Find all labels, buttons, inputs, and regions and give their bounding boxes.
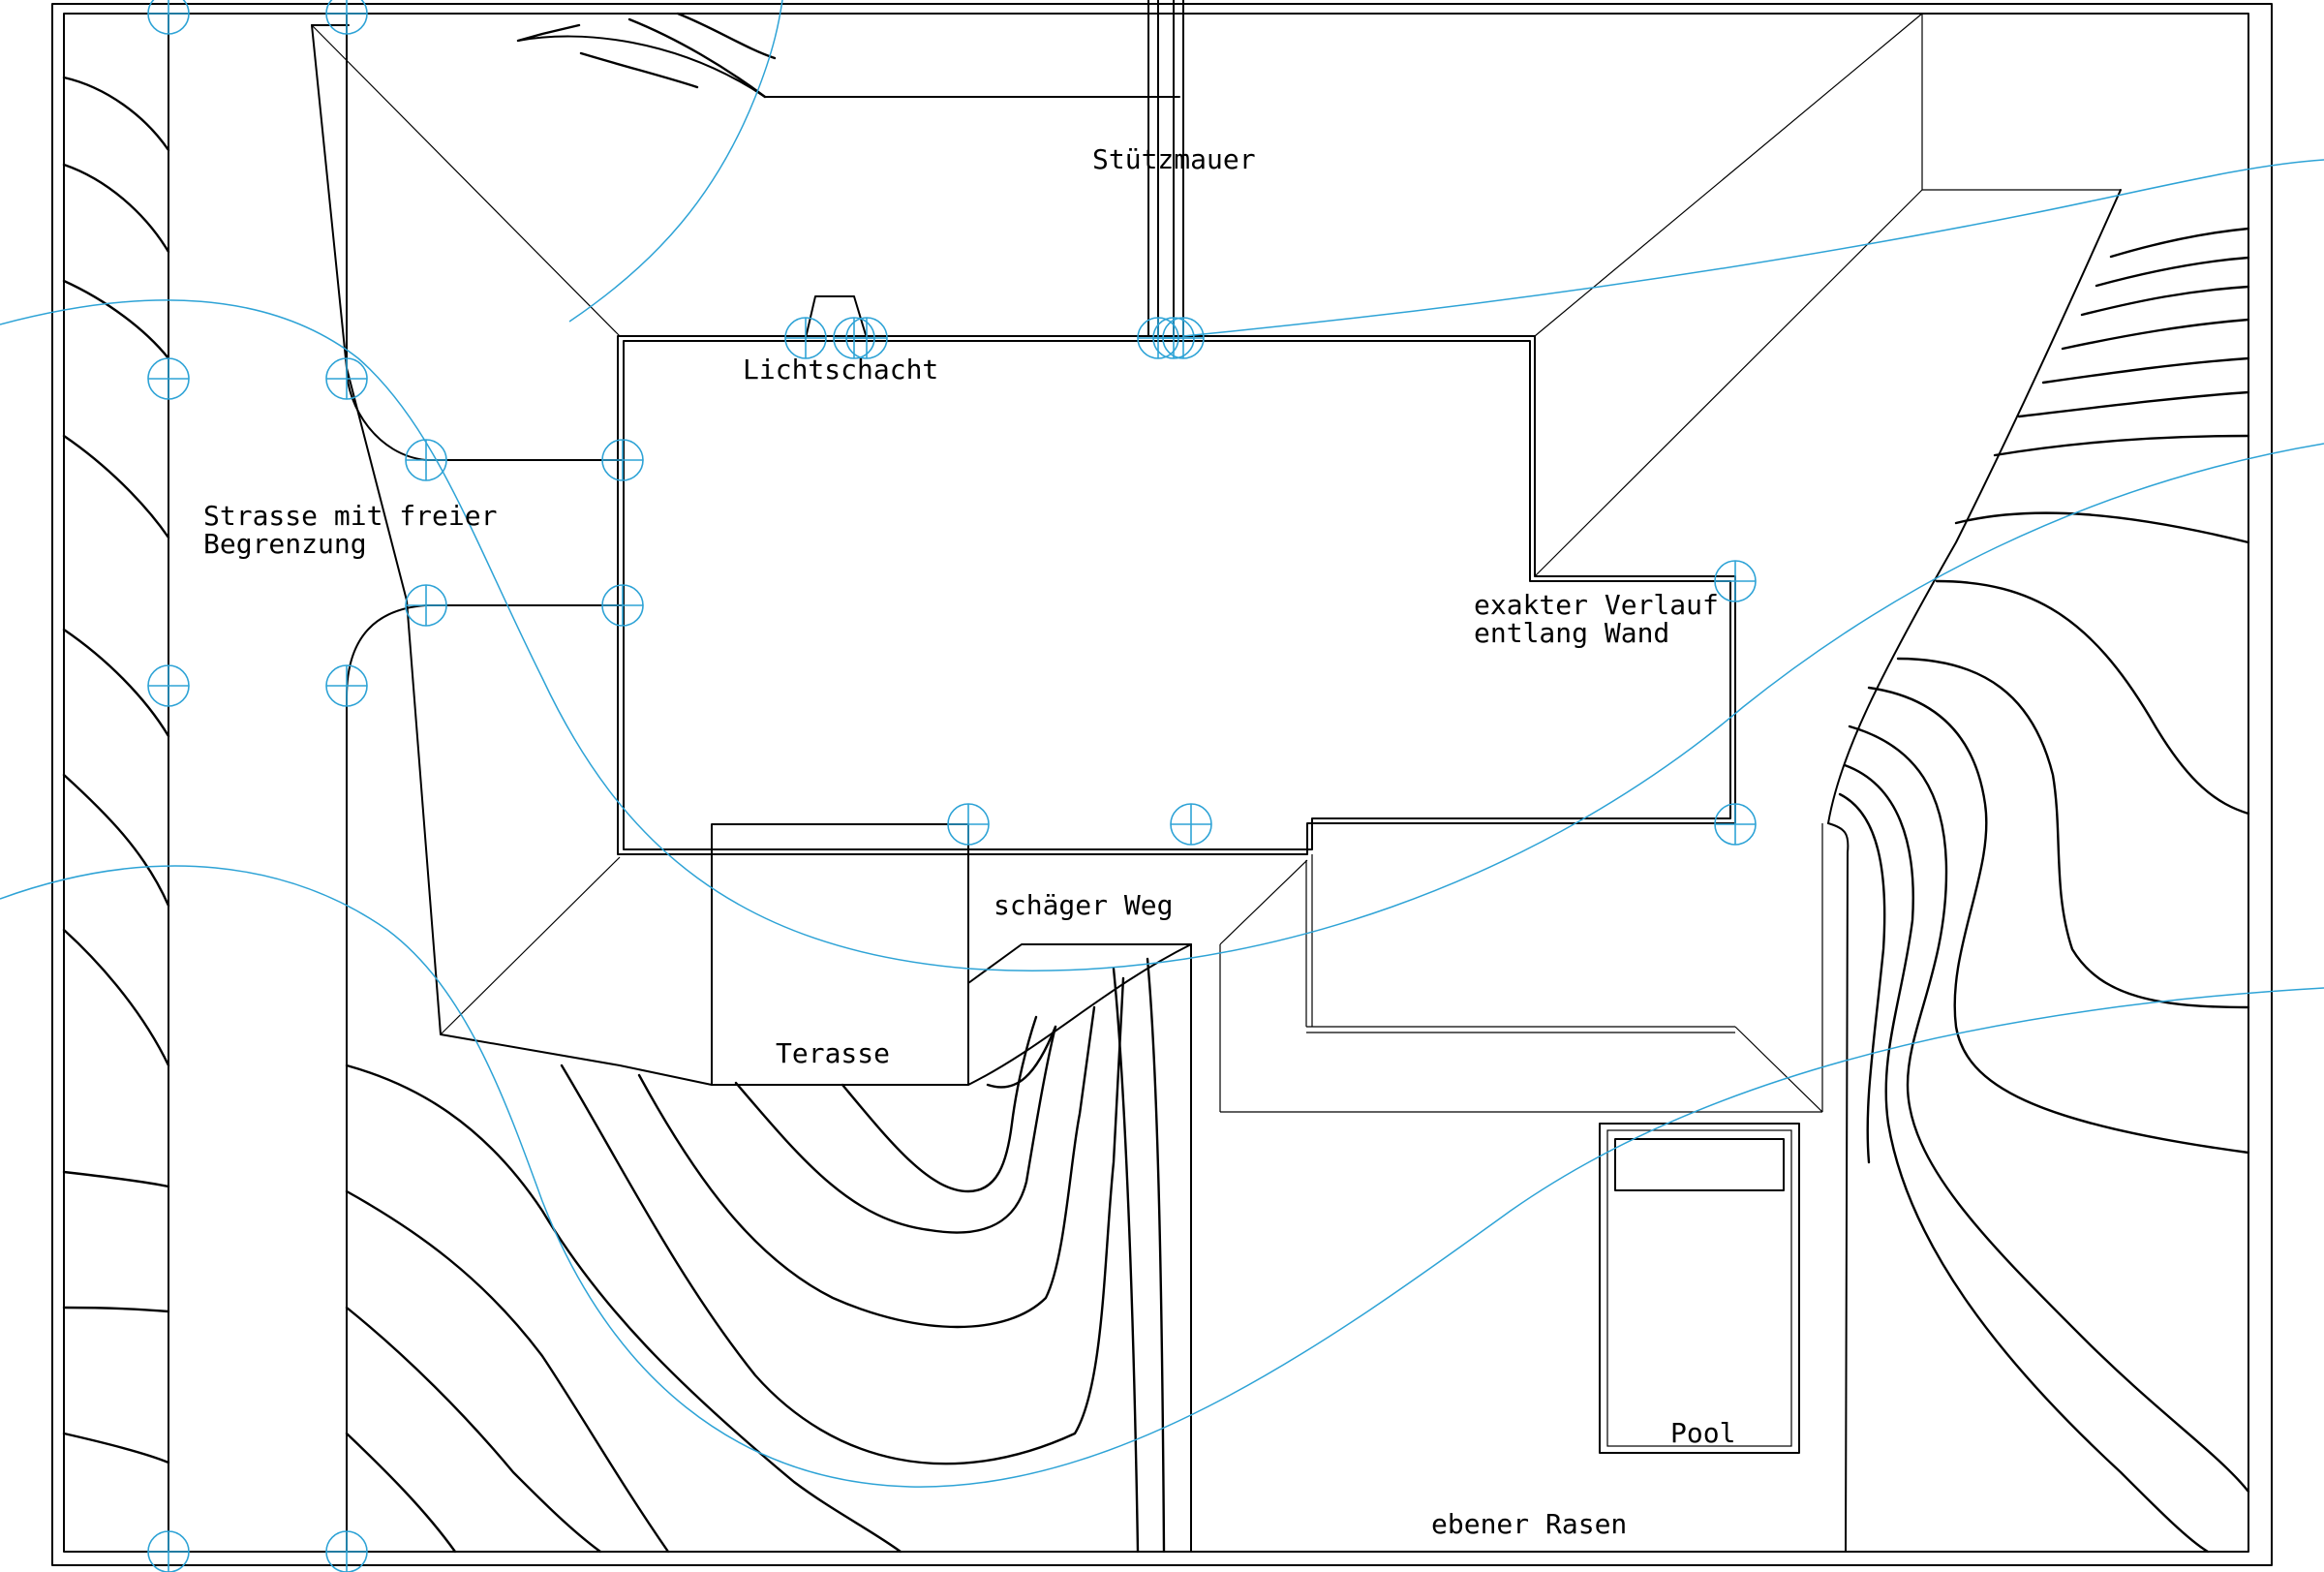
- survey-marker: [845, 317, 888, 359]
- terrace: [711, 823, 969, 1086]
- upper-right-slope: [1534, 13, 2122, 824]
- survey-marker: [325, 357, 368, 400]
- road-label-line2: Begrenzung: [203, 528, 367, 560]
- guide-curves: [0, 0, 2324, 1488]
- road-label-line1: Strasse mit freier: [203, 500, 497, 532]
- house-footprint: [617, 335, 1823, 1113]
- survey-marker: [1170, 803, 1212, 846]
- path-label: schäger Weg: [994, 889, 1173, 921]
- contours-left-strip: [62, 76, 170, 1464]
- survey-markers: [147, 0, 1757, 1572]
- survey-marker: [147, 664, 190, 707]
- contours-upper-left: [516, 12, 777, 99]
- pool-label: Pool: [1670, 1417, 1735, 1449]
- survey-marker: [601, 584, 644, 627]
- terrace-label: Terasse: [776, 1037, 890, 1069]
- lawn-boundary: [1827, 822, 1850, 1553]
- survey-marker: [325, 1530, 368, 1572]
- survey-marker: [325, 0, 368, 35]
- pool: [1599, 1123, 1800, 1454]
- survey-marker: [1714, 560, 1757, 602]
- lawn-label: ebener Rasen: [1431, 1508, 1627, 1540]
- survey-marker: [147, 0, 190, 35]
- survey-marker: [1714, 803, 1757, 846]
- survey-marker: [784, 317, 827, 359]
- survey-marker: [601, 439, 644, 481]
- sloped-path: [967, 823, 1823, 1553]
- retaining-wall: [1147, 0, 1184, 337]
- survey-marker: [405, 584, 447, 627]
- survey-marker: [1162, 317, 1205, 359]
- slope-boundary: [311, 24, 1192, 1086]
- contours-lower-left: [345, 957, 1166, 1554]
- drawing-frame: [51, 3, 2273, 1566]
- connection-lines: [425, 459, 624, 606]
- wall-note-line2: entlang Wand: [1474, 617, 1669, 649]
- light-shaft: [805, 295, 868, 339]
- survey-marker: [147, 357, 190, 400]
- road: [168, 13, 427, 1553]
- contours-right-slope: [1838, 227, 2250, 1554]
- survey-marker: [147, 1530, 190, 1572]
- light-shaft-label: Lichtschacht: [743, 354, 938, 385]
- survey-marker: [947, 803, 990, 846]
- survey-marker: [325, 664, 368, 707]
- survey-marker: [405, 439, 447, 481]
- retaining-wall-label: Stützmauer: [1092, 143, 1256, 175]
- wall-note-line1: exakter Verlauf: [1474, 589, 1719, 621]
